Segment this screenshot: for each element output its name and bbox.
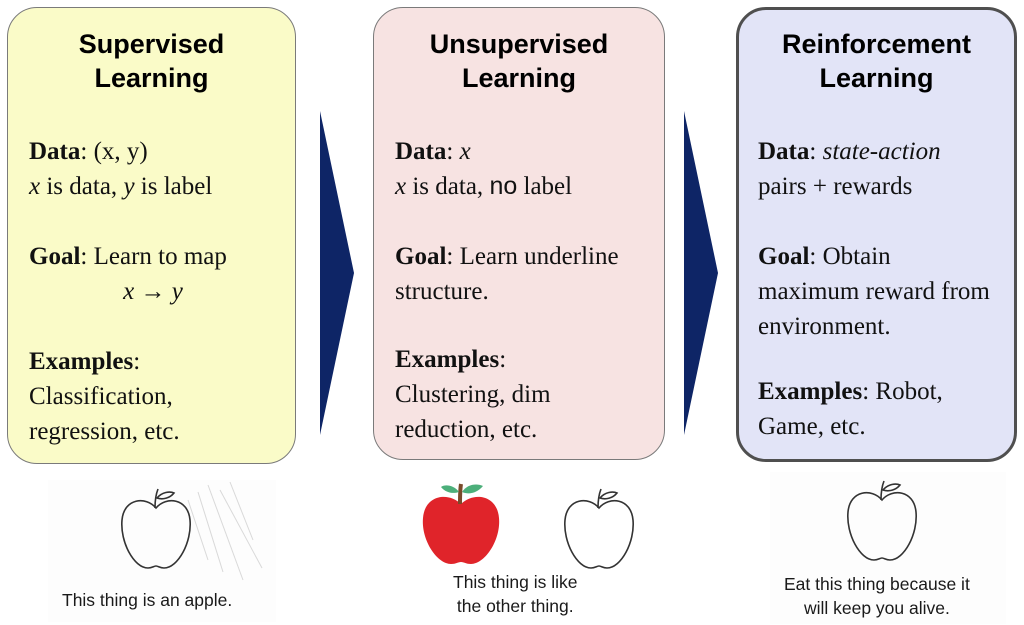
var-x: x — [395, 173, 407, 200]
reinforcement-examples-text: Robot, Game, etc. — [758, 378, 943, 440]
reinforcement-data-line: Data: state-action — [758, 138, 941, 165]
unsupervised-title: Unsupervised Learning — [429, 29, 609, 93]
apple-outline-icon — [847, 480, 917, 561]
supervised-data-label: Data — [29, 138, 81, 165]
reinforcement-learning-card: Reinforcement Learning Data: state-actio… — [736, 7, 1017, 462]
unsupervised-caption: This thing is like the other thing. — [453, 572, 578, 616]
unsupervised-data-line: Data: x — [395, 138, 471, 165]
data-desc-text: is label — [134, 173, 213, 200]
reinforcement-caption: Eat this thing because it will keep you … — [784, 574, 970, 618]
unsupervised-goal-text: Learn underline structure. — [395, 243, 619, 305]
supervised-goal-label: Goal — [29, 243, 81, 270]
chevron-right-arrow-1 — [320, 111, 354, 435]
unsupervised-data-value: x — [459, 138, 471, 165]
reinforcement-body: Data: state-action pairs + rewards Goal:… — [758, 134, 1010, 444]
supervised-data-desc: x is data, y is label — [29, 169, 291, 204]
reinforcement-data-value: state-action — [822, 138, 941, 165]
unsupervised-data-label: Data — [395, 138, 447, 165]
reinforcement-goal-text: Obtain maximum reward from environment. — [758, 243, 990, 340]
chevron-right-arrow-2 — [684, 111, 718, 435]
supervised-illustration: This thing is an apple. — [48, 480, 276, 622]
reinforcement-data-label: Data — [758, 138, 810, 165]
supervised-goal-formula: x → y — [123, 278, 183, 305]
unsupervised-learning-card: Unsupervised Learning Data: x x is data,… — [373, 7, 665, 460]
reinforcement-examples-label: Examples — [758, 378, 863, 405]
supervised-data-line: Data: (x, y) — [29, 138, 148, 165]
reinforcement-illustration: Eat this thing because it will keep you … — [770, 472, 1006, 624]
data-desc-text: label — [517, 173, 573, 200]
supervised-caption: This thing is an apple. — [62, 590, 233, 610]
no-word: no — [489, 172, 518, 200]
supervised-examples-text: Classification, regression, etc. — [29, 383, 180, 445]
sketch-lines — [187, 481, 263, 581]
reinforcement-examples-line: Examples: Robot, Game, etc. — [758, 378, 943, 440]
unsupervised-data-desc: x is data, no label — [395, 169, 660, 204]
apple-outline-icon — [564, 488, 634, 569]
supervised-examples-line: Examples: — [29, 348, 141, 375]
unsupervised-goal-line: Goal: Learn underline structure. — [395, 243, 619, 305]
supervised-examples-label: Examples — [29, 348, 134, 375]
reinforcement-data-desc: pairs + rewards — [758, 173, 913, 200]
supervised-data-value: (x, y) — [93, 138, 148, 165]
data-desc-text: is data, — [406, 173, 490, 200]
data-desc-text: is data, — [40, 173, 124, 200]
unsupervised-body: Data: x x is data, no label Goal: Learn … — [395, 134, 660, 447]
var-y: y — [123, 173, 135, 200]
unsupervised-examples-text: Clustering, dim reduction, etc. — [395, 381, 551, 443]
unsupervised-illustration: This thing is like the other thing. — [413, 472, 649, 624]
unsupervised-goal-label: Goal — [395, 243, 447, 270]
apple-outline-icon — [121, 488, 191, 569]
var-x: x — [29, 173, 41, 200]
reinforcement-title: Reinforcement Learning — [781, 29, 972, 93]
arrow-shape — [684, 111, 718, 435]
supervised-title: Supervised Learning — [78, 29, 225, 93]
arrow-shape — [320, 111, 354, 435]
supervised-goal-line: Goal: Learn to map — [29, 243, 227, 270]
supervised-body: Data: (x, y) x is data, y is label Goal:… — [29, 134, 291, 449]
unsupervised-examples-line: Examples: — [395, 346, 507, 373]
supervised-learning-card: Supervised Learning Data: (x, y) x is da… — [7, 7, 296, 464]
unsupervised-examples-label: Examples — [395, 346, 500, 373]
reinforcement-goal-line: Goal: Obtain maximum reward from environ… — [758, 243, 990, 340]
red-apple-icon — [422, 483, 500, 564]
supervised-goal-text: Learn to map — [93, 243, 227, 270]
reinforcement-goal-label: Goal — [758, 243, 810, 270]
